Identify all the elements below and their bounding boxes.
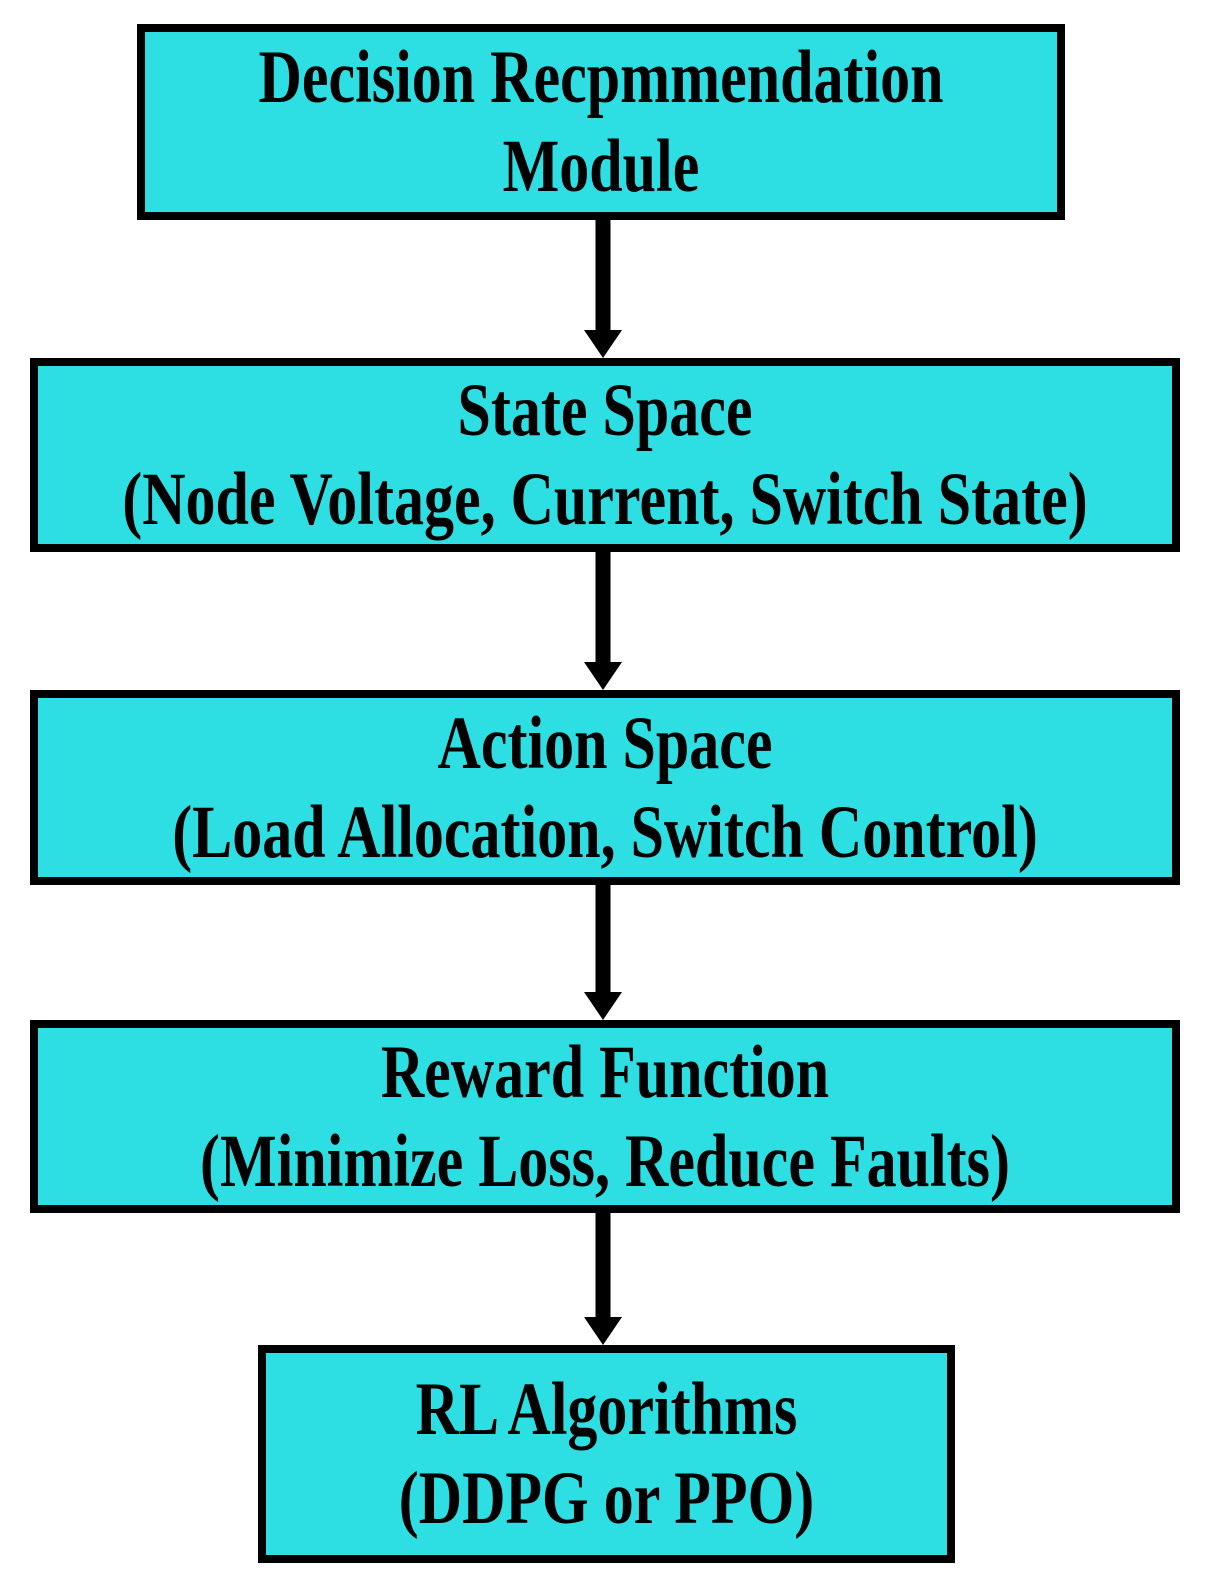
- node-state-space: State Space (Node Voltage, Current, Swit…: [30, 358, 1180, 552]
- flow-arrow-2: [583, 551, 623, 690]
- flow-arrow-3: [583, 883, 623, 1020]
- node-subtitle: (Minimize Loss, Reduce Faults): [200, 1119, 1010, 1202]
- node-title: State Space: [457, 369, 753, 452]
- node-text: Decision Recpmmendation Module: [145, 34, 1057, 211]
- arrow-shaft: [595, 1212, 611, 1317]
- node-title: Decision Recpmmendation: [258, 36, 944, 119]
- arrow-head-icon: [584, 330, 622, 358]
- node-decision-recommendation-module: Decision Recpmmendation Module: [137, 24, 1065, 220]
- node-text: Reward Function (Minimize Loss, Reduce F…: [38, 1028, 1172, 1205]
- arrow-head-icon: [584, 662, 622, 690]
- node-text: RL Algorithms (DDPG or PPO): [266, 1366, 947, 1543]
- arrow-head-icon: [584, 992, 622, 1020]
- node-title: Action Space: [437, 701, 773, 785]
- node-text: Action Space (Load Allocation, Switch Co…: [38, 699, 1172, 876]
- arrow-shaft: [595, 218, 611, 330]
- node-subtitle: (DDPG or PPO): [398, 1456, 815, 1540]
- flow-arrow-4: [583, 1212, 623, 1345]
- node-subtitle: Module: [502, 124, 700, 208]
- node-title: Reward Function: [380, 1030, 830, 1114]
- node-action-space: Action Space (Load Allocation, Switch Co…: [30, 690, 1180, 885]
- arrow-head-icon: [584, 1317, 622, 1345]
- node-text: State Space (Node Voltage, Current, Swit…: [38, 367, 1172, 544]
- node-title: RL Algorithms: [415, 1368, 798, 1451]
- node-subtitle: (Node Voltage, Current, Switch State): [122, 457, 1088, 541]
- node-subtitle: (Load Allocation, Switch Control): [172, 790, 1038, 873]
- arrow-shaft: [595, 883, 611, 992]
- flow-arrow-1: [583, 218, 623, 358]
- arrow-shaft: [595, 551, 611, 662]
- node-reward-function: Reward Function (Minimize Loss, Reduce F…: [30, 1020, 1180, 1213]
- node-rl-algorithms: RL Algorithms (DDPG or PPO): [258, 1345, 955, 1563]
